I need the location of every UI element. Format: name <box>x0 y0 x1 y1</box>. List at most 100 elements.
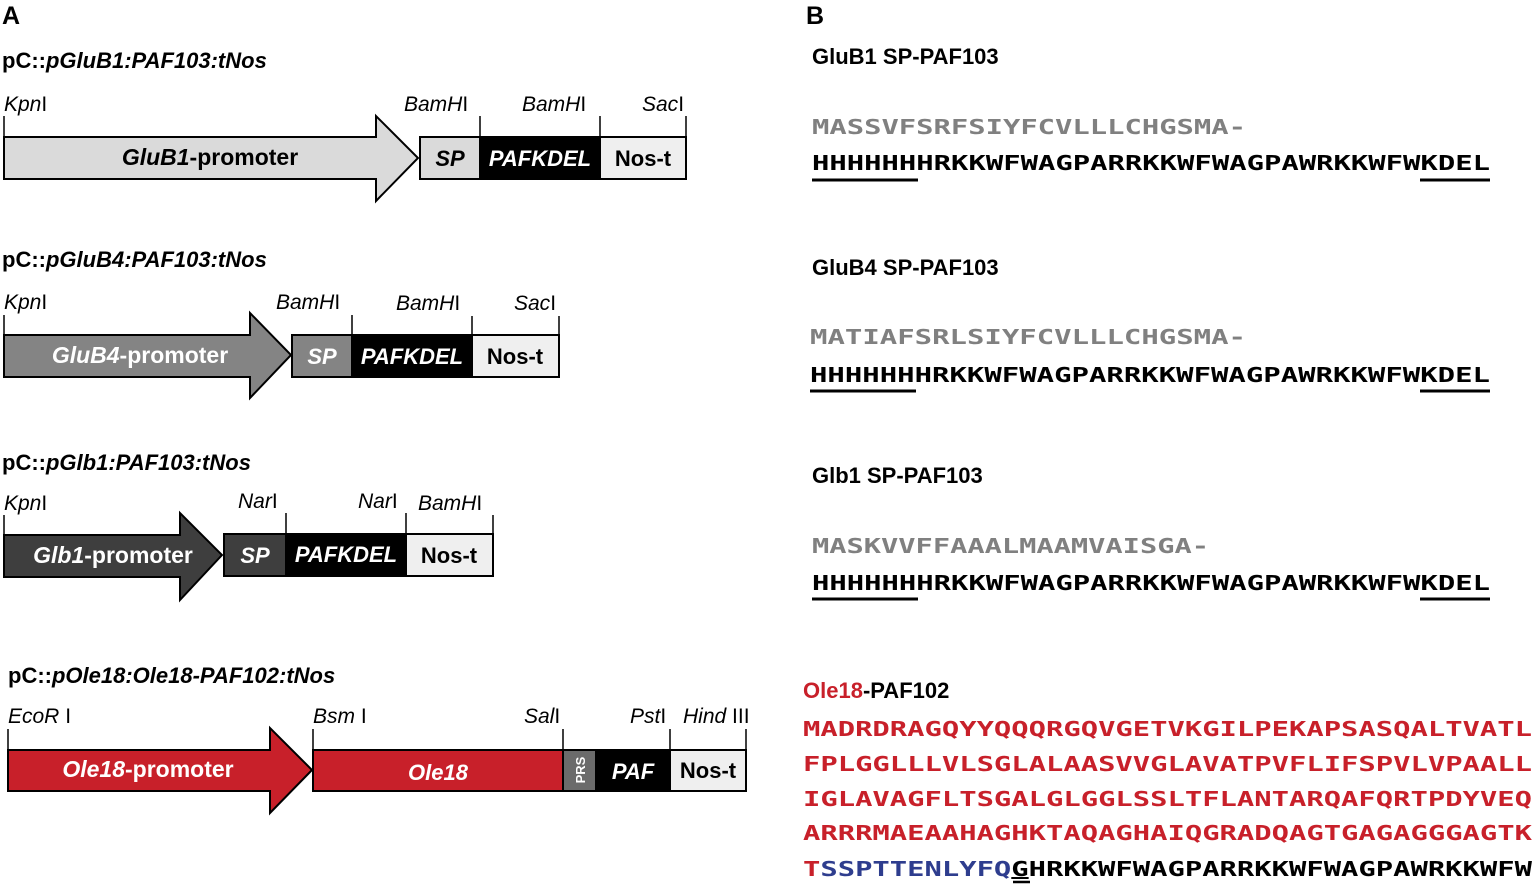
promoter-arrow <box>3 113 420 204</box>
ole18-box <box>312 749 564 792</box>
signal-peptide-sequence: MATIAFSRLSIYFCVLLLCHGSMA- <box>810 325 1246 349</box>
construct-title-name: pGluB4:PAF103:tNos <box>45 247 267 272</box>
construct-title: pC::pGluB1:PAF103:tNos <box>2 48 267 73</box>
nos-terminator-label: Nos-t <box>615 146 672 171</box>
sequence-ole18-paf102: Ole18-PAF102 MADRDRAGQYYQQQRGQVGETVKGILP… <box>803 678 1533 884</box>
sp-label: SP <box>307 344 337 369</box>
restriction-site: SacI <box>514 292 556 315</box>
ole18-sequence-line: FPLGGLLLVLSGLALAASVVGLAVATPVFLIFSPVLVPAA… <box>803 752 1532 776</box>
nos-terminator-label: Nos-t <box>680 758 737 783</box>
site-ticks <box>7 729 747 750</box>
restriction-site: SalI <box>524 705 560 728</box>
restriction-site: SacI <box>642 93 684 116</box>
signal-peptide-sequence: MASSVFSRFSIYFCVLLLCHGSMA- <box>812 115 1246 139</box>
sp-box <box>291 334 353 378</box>
pafkdel-label: PAFKDEL <box>489 146 591 171</box>
panel-a-label: A <box>2 2 20 30</box>
restriction-site: Bsm I <box>313 705 367 728</box>
glycine-residue: G <box>1011 857 1028 881</box>
his-tag: HHHHHH <box>810 363 915 387</box>
pafkdel-box <box>285 533 407 577</box>
restriction-site: Hind III <box>683 705 750 728</box>
ole18-last-residue: T <box>803 857 820 881</box>
sp-label: SP <box>435 146 465 171</box>
nos-terminator-box <box>599 136 687 180</box>
construct-title-prefix: pC:: <box>2 247 46 272</box>
nos-terminator-box <box>669 749 747 792</box>
panel-b-label: B <box>806 2 824 30</box>
restriction-site: BamHI <box>404 93 468 116</box>
construct-title-name: pGluB1:PAF103:tNos <box>45 48 267 73</box>
sequence-title: GluB1 SP-PAF103 <box>812 44 999 69</box>
promoter-arrow <box>7 725 314 816</box>
construct-title-prefix: pC:: <box>8 663 52 688</box>
promoter-arrow <box>3 510 224 603</box>
pafkdel-box <box>351 334 473 378</box>
construct-glub4: pC::pGluB4:PAF103:tNos KpnI BamHI BamHI … <box>2 247 560 401</box>
restriction-site: NarI <box>358 490 398 513</box>
promoter-label: Ole18-promoter <box>62 756 233 782</box>
nos-terminator-box <box>405 533 494 577</box>
nos-terminator-label: Nos-t <box>487 344 544 369</box>
paf-core: HRKKWFWAGPARRKKWFWAGPAWRKKWFW <box>915 363 1422 387</box>
sp-box <box>419 136 481 180</box>
ole18-sequence-line: MADRDRAGQYYQQQRGQVGETVKGILPEKAPSASQALTVA… <box>803 717 1532 741</box>
paf-box <box>595 749 671 792</box>
paf-label: PAF <box>612 759 655 784</box>
construct-title: pC::pOle18:Ole18-PAF102:tNos <box>8 663 335 688</box>
kdel-motif: KDEL <box>1420 151 1490 175</box>
construct-title-prefix: pC:: <box>2 450 46 475</box>
tev-cleavage-site: SSPTTENLYFQ <box>820 857 1011 881</box>
restriction-site: NarI <box>238 490 278 513</box>
pafkdel-label: PAFKDEL <box>361 344 463 369</box>
ole18-sequence-line: ARRRMAEAAHAGHKTAQAGHAIQGRADQAGTGAGAGGGAG… <box>803 821 1532 845</box>
promoter-label: Glb1-promoter <box>33 542 193 568</box>
restriction-site: BamHI <box>396 292 460 315</box>
his-tag: HHHHHH <box>812 151 916 175</box>
construct-title: pC::pGluB4:PAF103:tNos <box>2 247 267 272</box>
promoter-label: GluB1-promoter <box>122 144 298 170</box>
restriction-site: BamHI <box>418 492 482 515</box>
nos-terminator-label: Nos-t <box>421 543 478 568</box>
construct-title-name: pOle18:Ole18-PAF102:tNos <box>51 663 335 688</box>
site-ticks <box>3 315 560 335</box>
construct-glub1: pC::pGluB1:PAF103:tNos KpnI BamHI BamHI … <box>2 48 687 204</box>
restriction-site: BamHI <box>276 291 340 314</box>
construct-glb1: pC::pGlb1:PAF103:tNos KpnI NarI NarI Bam… <box>2 450 494 603</box>
construct-title: pC::pGlb1:PAF103:tNos <box>2 450 251 475</box>
promoter-label: GluB4-promoter <box>52 342 228 368</box>
sequence-title: Glb1 SP-PAF103 <box>812 463 983 488</box>
sp-label: SP <box>240 543 270 568</box>
kdel-motif: KDEL <box>1420 363 1490 387</box>
sequence-glb1: Glb1 SP-PAF103 MASKVVFFAAALMAAMVAISGA- H… <box>812 463 1490 601</box>
his-tag: HHHHHH <box>812 571 916 595</box>
restriction-site: KpnI <box>4 492 47 515</box>
signal-peptide-sequence: MASKVVFFAAALMAAMVAISGA- <box>812 534 1209 558</box>
sequence-title-ole18: Ole18 <box>803 678 863 703</box>
construct-ole18: pC::pOle18:Ole18-PAF102:tNos EcoR I Bsm … <box>7 663 750 816</box>
paf-core: HRKKWFWAGPARRKKWFWAGPAWRKKWFW <box>916 151 1422 175</box>
ole18-label: Ole18 <box>408 760 469 785</box>
sequence-title-paf102: -PAF102 <box>863 678 949 703</box>
construct-title-prefix: pC:: <box>2 48 46 73</box>
construct-title-name: pGlb1:PAF103:tNos <box>45 450 251 475</box>
prs-label: PRS <box>573 756 588 783</box>
prs-box <box>562 749 597 792</box>
sequence-glub1: GluB1 SP-PAF103 MASSVFSRFSIYFCVLLLCHGSMA… <box>812 44 1490 182</box>
site-ticks <box>3 513 494 535</box>
paf102-core: HRKKWFWAGPARRKKWFWAGPAWRKKWFW <box>1029 857 1534 881</box>
nos-terminator-box <box>471 334 560 378</box>
restriction-site: BamHI <box>522 93 586 116</box>
site-ticks <box>3 116 687 137</box>
sequence-title: GluB4 SP-PAF103 <box>812 255 999 280</box>
promoter-arrow <box>3 310 293 401</box>
kdel-motif: KDEL <box>1420 571 1490 595</box>
sequence-glub4: GluB4 SP-PAF103 MATIAFSRLSIYFCVLLLCHGSMA… <box>810 255 1490 393</box>
ole18-sequence-line: IGLAVAGFLTSGALGLGGLSSLTFLANTARQAFQRTPDYV… <box>803 787 1532 811</box>
sequence-title: Ole18-PAF102 <box>803 678 949 703</box>
